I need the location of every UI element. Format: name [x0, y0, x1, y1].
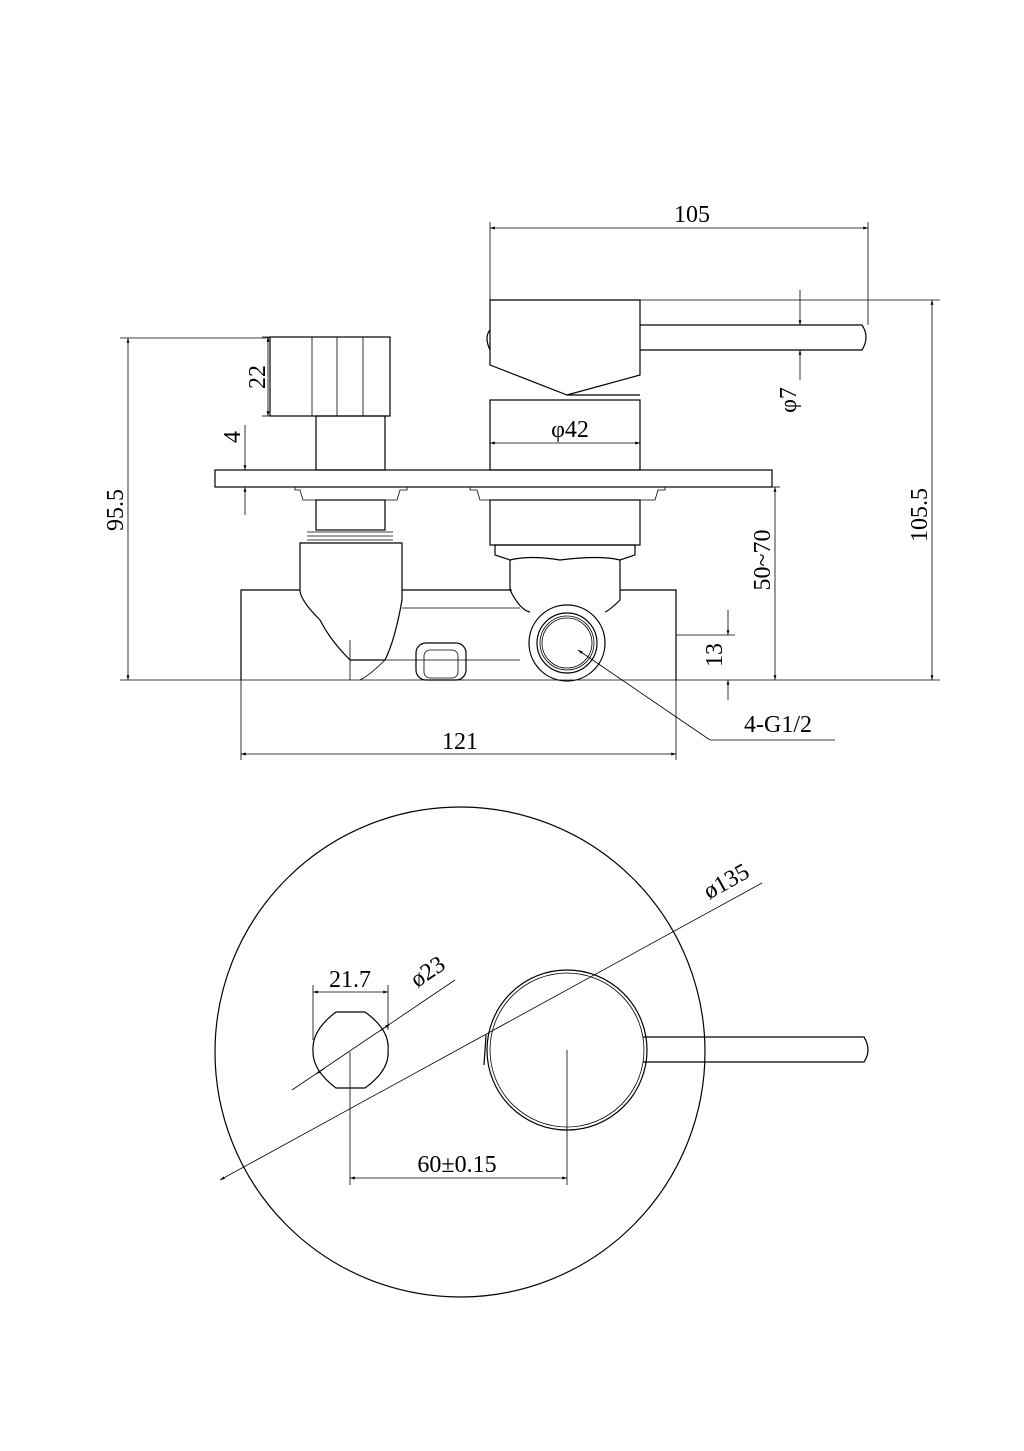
- dim-lever-diameter: φ7: [776, 387, 802, 413]
- dim-body-width: 121: [442, 729, 478, 755]
- label-connections: 4-G1/2: [744, 712, 812, 738]
- inlet-port: [528, 604, 606, 682]
- diverter-knob: [269, 336, 391, 471]
- dim-total-height-right: 105.5: [907, 488, 933, 542]
- dim-plate-diameter: ø135: [699, 859, 754, 905]
- dim-diverter-flat: 21.7: [329, 967, 371, 993]
- diverter-knob-front: [312, 1011, 389, 1089]
- dim-inlet-height: 13: [702, 643, 728, 667]
- dim-diverter-diameter: ø23: [406, 951, 450, 993]
- front-view: ø135 21.7 ø23 60±0.15: [214, 806, 869, 1298]
- side-view: 105 φ42 22 4 95.5 105.5 φ7 50~70 13: [103, 202, 940, 760]
- dim-plate-thickness: 4: [220, 431, 246, 443]
- dim-body-diameter: φ42: [551, 417, 589, 443]
- dim-knob-height: 22: [245, 365, 271, 389]
- mixer-handle: [486, 299, 867, 471]
- dim-lever-length: 105: [674, 202, 710, 228]
- cover-plate: [214, 469, 773, 488]
- cover-plate-circle: [214, 806, 706, 1298]
- mixer-handle-front: [483, 969, 869, 1131]
- dim-install-depth: 50~70: [750, 530, 776, 591]
- valve-body: [240, 589, 735, 681]
- dim-center-distance: 60±0.15: [417, 1152, 496, 1178]
- dim-total-height-left: 95.5: [103, 489, 129, 531]
